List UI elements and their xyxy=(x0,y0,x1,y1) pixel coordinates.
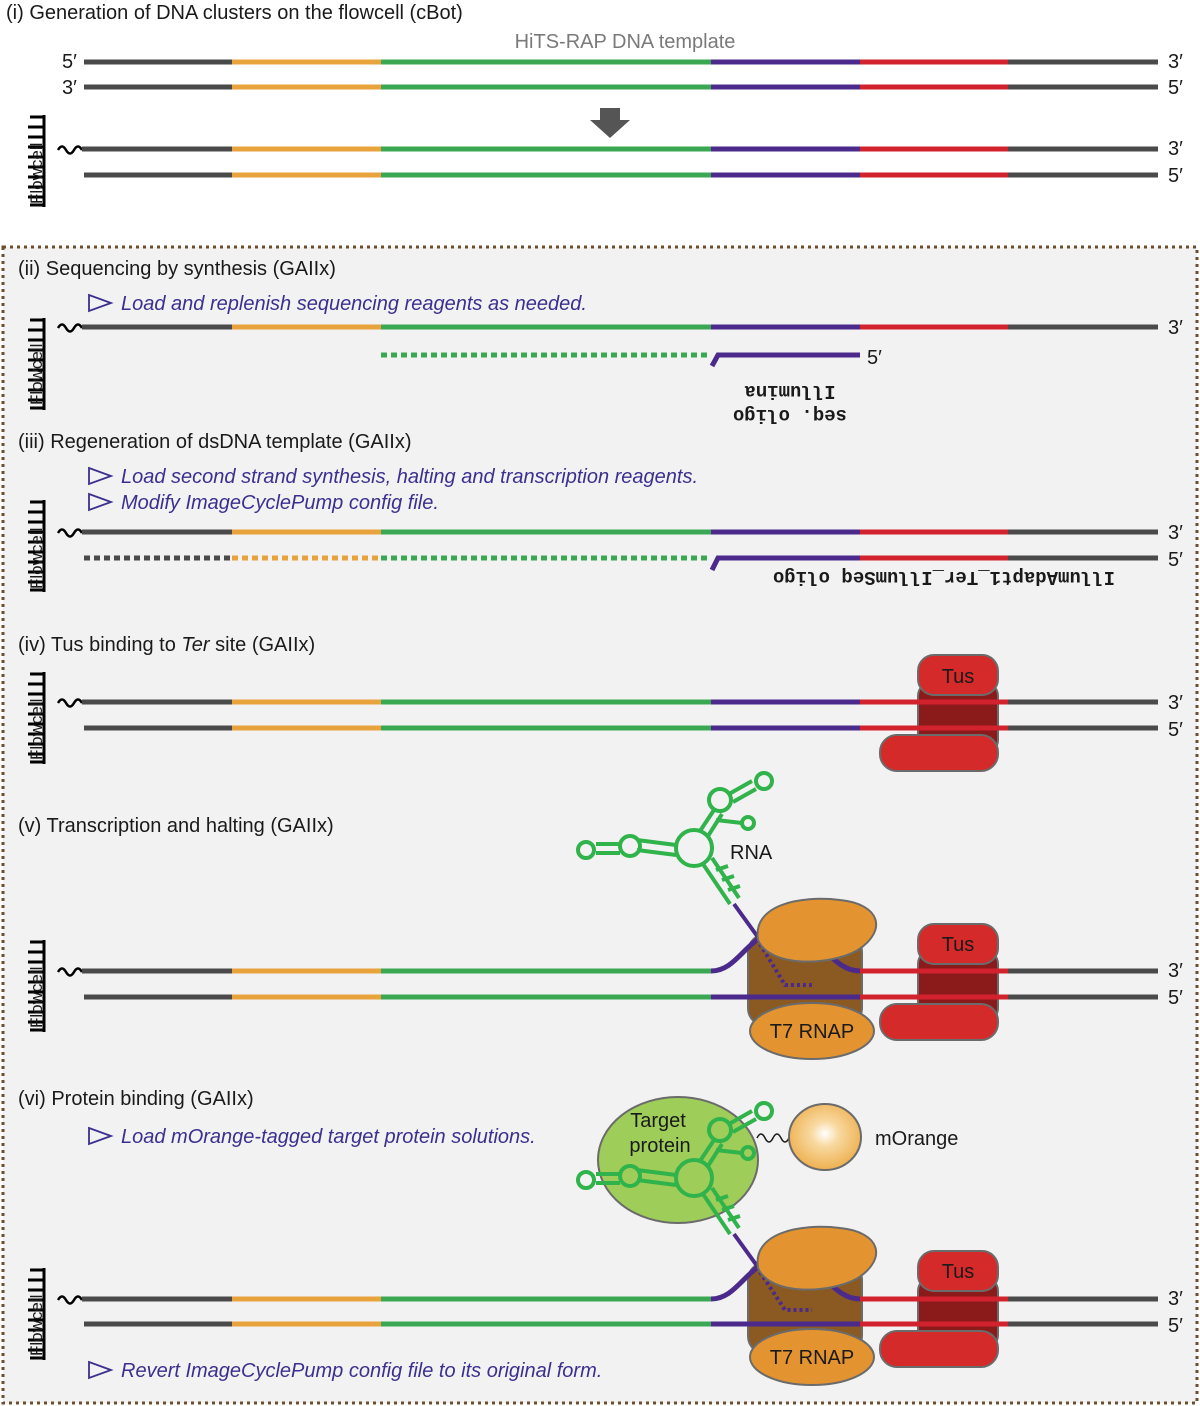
flowcell-icon: Flowcell xyxy=(26,1266,46,1362)
target-protein-label: Target xyxy=(630,1110,686,1132)
section-6: (vi) Protein binding (GAIIx) Load mOrang… xyxy=(18,1088,1183,1386)
end-label: 3′ xyxy=(1168,138,1183,160)
primer-label: Illumina xyxy=(744,380,835,402)
arrow-bullet-icon xyxy=(88,466,114,486)
tus-top xyxy=(917,923,999,965)
instrument-panel xyxy=(1,245,1199,1405)
section-6-note-bottom: Revert ImageCyclePump config file to its… xyxy=(121,1360,602,1382)
flowcell-icon: Flowcell xyxy=(26,316,46,412)
linker xyxy=(56,698,84,708)
arrow-bullet-icon xyxy=(88,1360,114,1380)
tus-label: Tus xyxy=(942,934,975,956)
primer-label: IllumAdapt1_Ter_IllumSeq oligo xyxy=(773,566,1115,588)
end-label: 5′ xyxy=(1168,549,1183,571)
morange-label: mOrange xyxy=(875,1128,958,1150)
rnap-label: T7 RNAP xyxy=(770,1347,854,1369)
arrow-bullet-icon xyxy=(88,293,114,313)
rna-structure xyxy=(576,1101,774,1236)
end-label: 3′ xyxy=(1168,1288,1183,1310)
rna-structure xyxy=(576,771,774,906)
tus-top xyxy=(917,1250,999,1292)
rnap-bottom xyxy=(749,1002,875,1060)
section-5-title: (v) Transcription and halting (GAIIx) xyxy=(18,815,334,837)
arrow-bullet-icon xyxy=(88,492,114,512)
flowcell-icon: Flowcell xyxy=(26,938,46,1034)
tus-bottom xyxy=(879,1330,999,1368)
section-5: (v) Transcription and halting (GAIIx) RN xyxy=(18,771,1183,1060)
nascent-rna xyxy=(732,1232,762,1272)
arrow-bullet-icon xyxy=(88,1126,114,1146)
tus-top xyxy=(917,654,999,696)
morange-protein xyxy=(788,1103,862,1171)
flowcell-top-strand xyxy=(82,1255,1158,1302)
end-label: 3′ xyxy=(1168,692,1183,714)
template-label: HiTS-RAP DNA template xyxy=(515,31,736,53)
flowcell-label: Flowcell xyxy=(27,344,46,405)
nascent-rna xyxy=(732,902,762,942)
end-label: 5′ xyxy=(1168,165,1183,187)
rnap-label: T7 RNAP xyxy=(770,1021,854,1043)
section-2: (ii) Sequencing by synthesis (GAIIx) Loa… xyxy=(18,258,1183,426)
end-label: 5′ xyxy=(62,51,77,73)
flowcell-label: Flowcell xyxy=(27,528,46,589)
tether xyxy=(756,1133,790,1143)
tus-bottom xyxy=(879,734,999,772)
adapter-primer xyxy=(709,555,1158,572)
section-2-note: Load and replenish sequencing reagents a… xyxy=(121,293,587,315)
rna-dna-hybrid xyxy=(758,942,812,987)
flowcell-icon: Flowcell xyxy=(26,498,46,594)
end-label: 3′ xyxy=(1168,51,1183,73)
linker xyxy=(56,1295,84,1305)
linker xyxy=(56,967,84,977)
end-label: 3′ xyxy=(1168,522,1183,544)
flowcell-label: Flowcell xyxy=(27,143,46,204)
rnap-top xyxy=(756,897,877,963)
end-label: 3′ xyxy=(62,77,77,99)
end-label: 3′ xyxy=(1168,317,1183,339)
flowcell-label: Flowcell xyxy=(27,1295,46,1356)
sequencing-primer xyxy=(709,352,860,368)
section-4: (iv) Tus binding to Ter site (GAIIx) Flo… xyxy=(18,634,1183,772)
linker xyxy=(56,145,84,155)
flowcell-icon: Flowcell xyxy=(26,113,46,209)
section-3-title: (iii) Regeneration of dsDNA template (GA… xyxy=(18,431,412,453)
section-1-title: (i) Generation of DNA clusters on the fl… xyxy=(6,2,463,24)
linker xyxy=(56,323,84,333)
flowcell-label: Flowcell xyxy=(27,967,46,1028)
section-2-title: (ii) Sequencing by synthesis (GAIIx) xyxy=(18,258,336,280)
section-3: (iii) Regeneration of dsDNA template (GA… xyxy=(18,431,1183,594)
section-3-note: Modify ImageCyclePump config file. xyxy=(121,492,439,514)
tus-label: Tus xyxy=(942,666,975,688)
down-arrow-icon xyxy=(590,108,630,138)
target-protein-label: protein xyxy=(629,1135,690,1157)
section-6-title: (vi) Protein binding (GAIIx) xyxy=(18,1088,254,1110)
section-6-note: Load mOrange-tagged target protein solut… xyxy=(121,1126,536,1148)
flowcell-label: Flowcell xyxy=(27,699,46,760)
rnap-bottom xyxy=(749,1328,875,1386)
rnap-top xyxy=(756,1225,877,1291)
end-label: 5′ xyxy=(867,347,882,369)
section-3-note: Load second strand synthesis, halting an… xyxy=(121,466,698,488)
tus-label: Tus xyxy=(942,1261,975,1283)
rna-label: RNA xyxy=(730,842,773,864)
end-label: 3′ xyxy=(1168,960,1183,982)
section-4-title: (iv) Tus binding to Ter site (GAIIx) xyxy=(18,634,315,656)
end-label: 5′ xyxy=(1168,987,1183,1009)
target-protein xyxy=(597,1096,759,1224)
linker xyxy=(56,528,84,538)
end-label: 5′ xyxy=(1168,1315,1183,1337)
end-label: 5′ xyxy=(1168,719,1183,741)
section-1: (i) Generation of DNA clusters on the fl… xyxy=(6,2,1183,209)
primer-label: seq. oligo xyxy=(733,404,847,426)
flowcell-icon: Flowcell xyxy=(26,670,46,766)
flowcell-top-strand xyxy=(82,927,1158,974)
end-label: 5′ xyxy=(1168,77,1183,99)
tus-bottom xyxy=(879,1003,999,1041)
